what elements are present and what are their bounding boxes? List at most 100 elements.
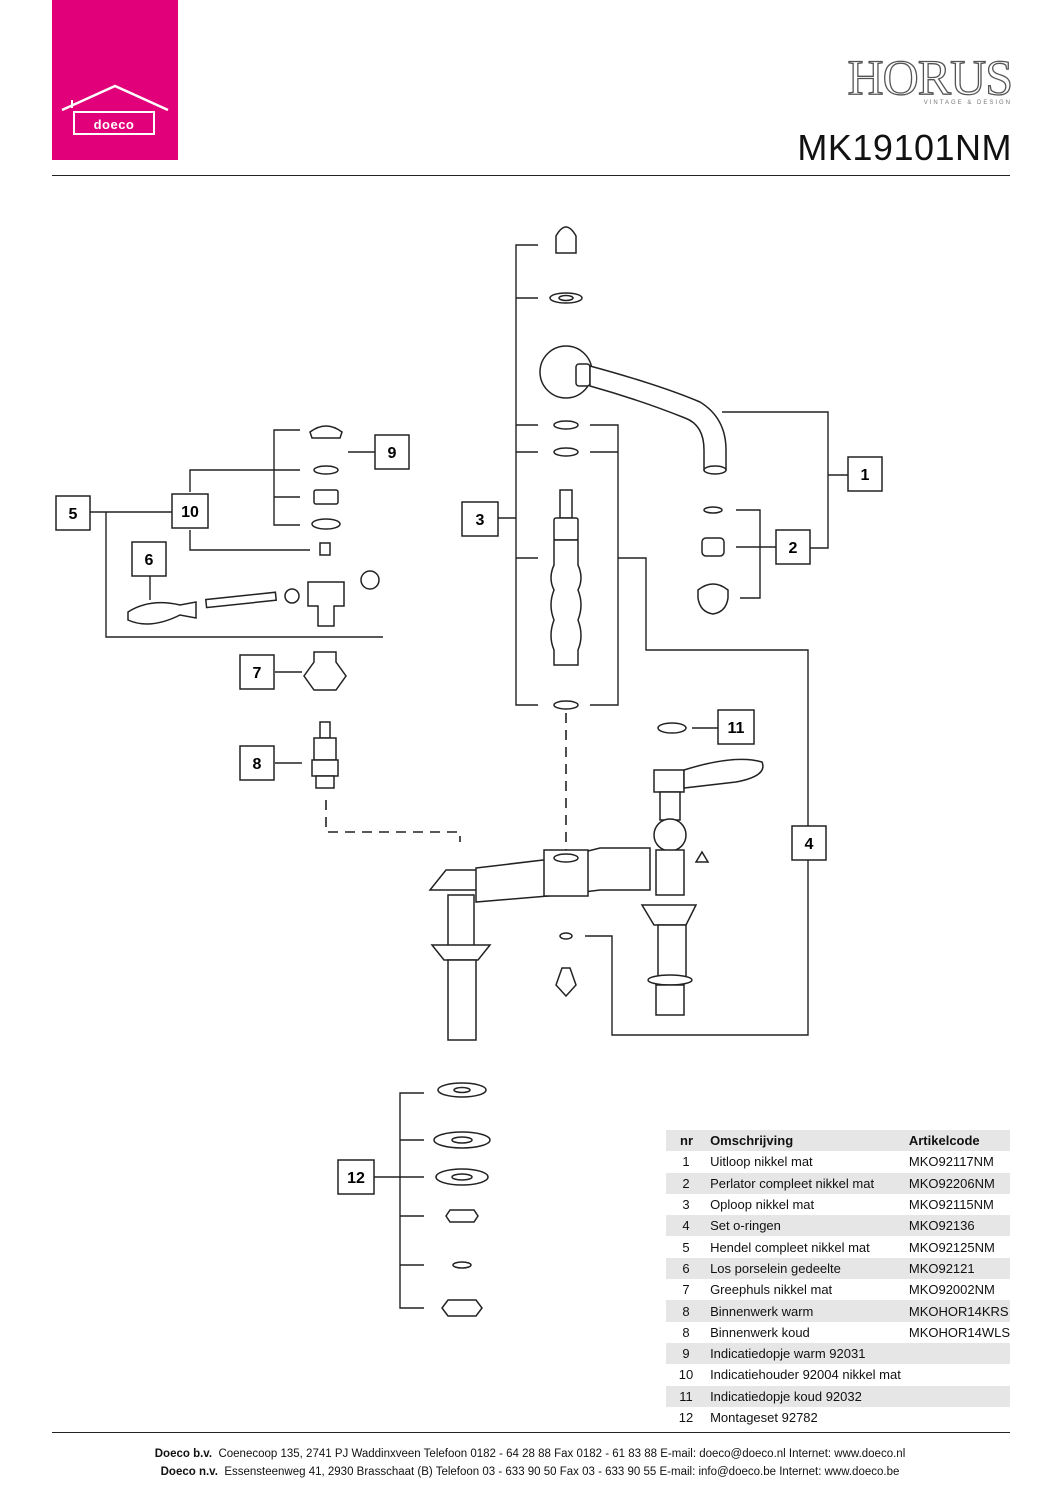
callout-2-label: 2	[789, 540, 798, 557]
parts-table: nr Omschrijving Artikelcode 1 Uitloop nik…	[666, 1130, 1010, 1428]
callout-5-label: 5	[69, 506, 78, 523]
row-nr: 8	[666, 1300, 703, 1322]
brand-block: HORUS VINTAGE & DESIGN	[847, 49, 1014, 106]
row-code: MKOHOR14KRS	[900, 1300, 1010, 1322]
footer-company-nl: Doeco b.v.	[154, 1448, 213, 1460]
row-nr: 7	[682, 1282, 690, 1298]
callout-12: 12	[337, 1159, 375, 1195]
callout-7: 7	[239, 654, 275, 690]
callout-11: 11	[717, 709, 755, 745]
row-description: Uitloop nikkel mat	[710, 1154, 813, 1170]
header-nr: nr	[666, 1130, 703, 1152]
row-description: Montageset 92782	[710, 1410, 818, 1425]
row-code	[901, 1407, 1010, 1428]
row-code: MKO92121	[900, 1257, 1010, 1280]
callout-1-label: 1	[861, 467, 870, 484]
callout-4: 4	[791, 825, 827, 861]
row-code: MKO92206NM	[900, 1172, 1010, 1194]
brand-name: HORUS	[847, 49, 1014, 105]
callout-9-label: 9	[388, 445, 397, 462]
parts-table-header: nr Omschrijving Artikelcode	[666, 1130, 1010, 1152]
callout-6-label: 6	[145, 552, 154, 569]
assembly-dashes	[325, 713, 567, 850]
row-nr: 9	[666, 1342, 703, 1365]
row-nr: 2	[666, 1172, 703, 1194]
row-nr: 8	[682, 1324, 690, 1340]
part-drawings	[127, 226, 764, 1317]
row-nr: 10	[678, 1367, 694, 1383]
callout-1: 1	[847, 456, 883, 492]
callout-8-label: 8	[253, 756, 262, 773]
callout-7-label: 7	[253, 665, 262, 682]
footer-line-2: Doeco n.v. Essensteenweg 41, 2930 Brassc…	[0, 1466, 1060, 1478]
row-description: Greephuls nikkel mat	[710, 1282, 833, 1298]
doeco-logo: doeco	[52, 0, 178, 160]
callout-10-label: 10	[181, 504, 199, 521]
row-description: Los porselein gedeelte	[702, 1257, 901, 1280]
callout-10: 10	[171, 493, 209, 529]
callout-8: 8	[239, 745, 275, 781]
row-code	[900, 1385, 1010, 1407]
row-code	[901, 1364, 1010, 1385]
table-row: 10 Indicatiehouder 92004 nikkel mat	[666, 1364, 1010, 1385]
callout-boxes: 1 2 3 4 5 6 7 8 9 10 11 12	[55, 434, 883, 1195]
model-code: MK19101NM	[797, 127, 1012, 168]
row-description: Indicatiedopje warm 92031	[702, 1342, 901, 1365]
footer-address-be: Essensteenweg 41, 2930 Brasschaat (B) Te…	[224, 1466, 900, 1478]
row-code	[900, 1342, 1010, 1365]
row-nr: 4	[666, 1215, 703, 1237]
footer-rule	[52, 1432, 1010, 1433]
row-nr: 11	[666, 1385, 703, 1407]
row-code: MKO92002NM	[908, 1282, 995, 1298]
callout-11-label: 11	[728, 720, 745, 737]
callout-3-label: 3	[476, 512, 485, 529]
row-description: Indicatiehouder 92004 nikkel mat	[710, 1367, 901, 1383]
callout-6: 6	[131, 541, 167, 577]
house-icon	[61, 84, 169, 135]
table-row: 7 Greephuls nikkel mat MKO92002NM	[666, 1279, 1010, 1300]
row-code: MKO92115NM	[908, 1197, 994, 1213]
table-row: 3 Oploop nikkel mat MKO92115NM	[666, 1194, 1010, 1215]
footer-company-be: Doeco n.v.	[160, 1466, 218, 1478]
row-nr: 3	[682, 1197, 690, 1213]
table-row: 8 Binnenwerk koud MKOHOR14WLS	[666, 1322, 1010, 1343]
header-rule	[52, 175, 1010, 176]
callout-12-label: 12	[347, 1170, 365, 1187]
row-description: Indicatiedopje koud 92032	[702, 1385, 901, 1407]
row-code: MKO92117NM	[908, 1154, 994, 1170]
table-row: 5 Hendel compleet nikkel mat MKO92125NM	[666, 1236, 1010, 1257]
table-row: 12 Montageset 92782	[666, 1407, 1010, 1428]
row-description: Hendel compleet nikkel mat	[710, 1239, 870, 1255]
logo-wordmark: doeco	[93, 117, 135, 132]
brand-subtitle: VINTAGE & DESIGN	[923, 100, 1012, 106]
row-nr: 5	[682, 1239, 690, 1255]
row-code: MKO92136	[900, 1215, 1010, 1237]
header-description: Omschrijving	[702, 1130, 901, 1152]
footer-address-nl: Coenecoop 135, 2741 PJ Waddinxveen Telef…	[218, 1448, 906, 1460]
row-description: Oploop nikkel mat	[710, 1197, 815, 1213]
callout-3: 3	[461, 501, 499, 537]
footer-line-1: Doeco b.v. Coenecoop 135, 2741 PJ Waddin…	[0, 1448, 1060, 1460]
row-description: Binnenwerk koud	[710, 1324, 810, 1340]
row-nr: 6	[666, 1257, 703, 1280]
row-description: Binnenwerk warm	[702, 1300, 901, 1322]
row-nr: 12	[678, 1410, 694, 1425]
row-nr: 1	[682, 1154, 690, 1170]
row-description: Perlator compleet nikkel mat	[702, 1172, 901, 1194]
callout-9: 9	[374, 434, 410, 470]
table-row: 1 Uitloop nikkel mat MKO92117NM	[666, 1151, 1010, 1172]
row-code: MKOHOR14WLS	[908, 1324, 1010, 1340]
row-description: Set o-ringen	[702, 1215, 901, 1237]
exploded-view-diagram: 1 2 3 4 5 6 7 8 9 10 11 12	[55, 226, 883, 1317]
callout-4-label: 4	[805, 836, 814, 853]
row-code: MKO92125NM	[908, 1239, 995, 1255]
callout-2: 2	[775, 529, 811, 565]
header-code: Artikelcode	[900, 1130, 1010, 1152]
